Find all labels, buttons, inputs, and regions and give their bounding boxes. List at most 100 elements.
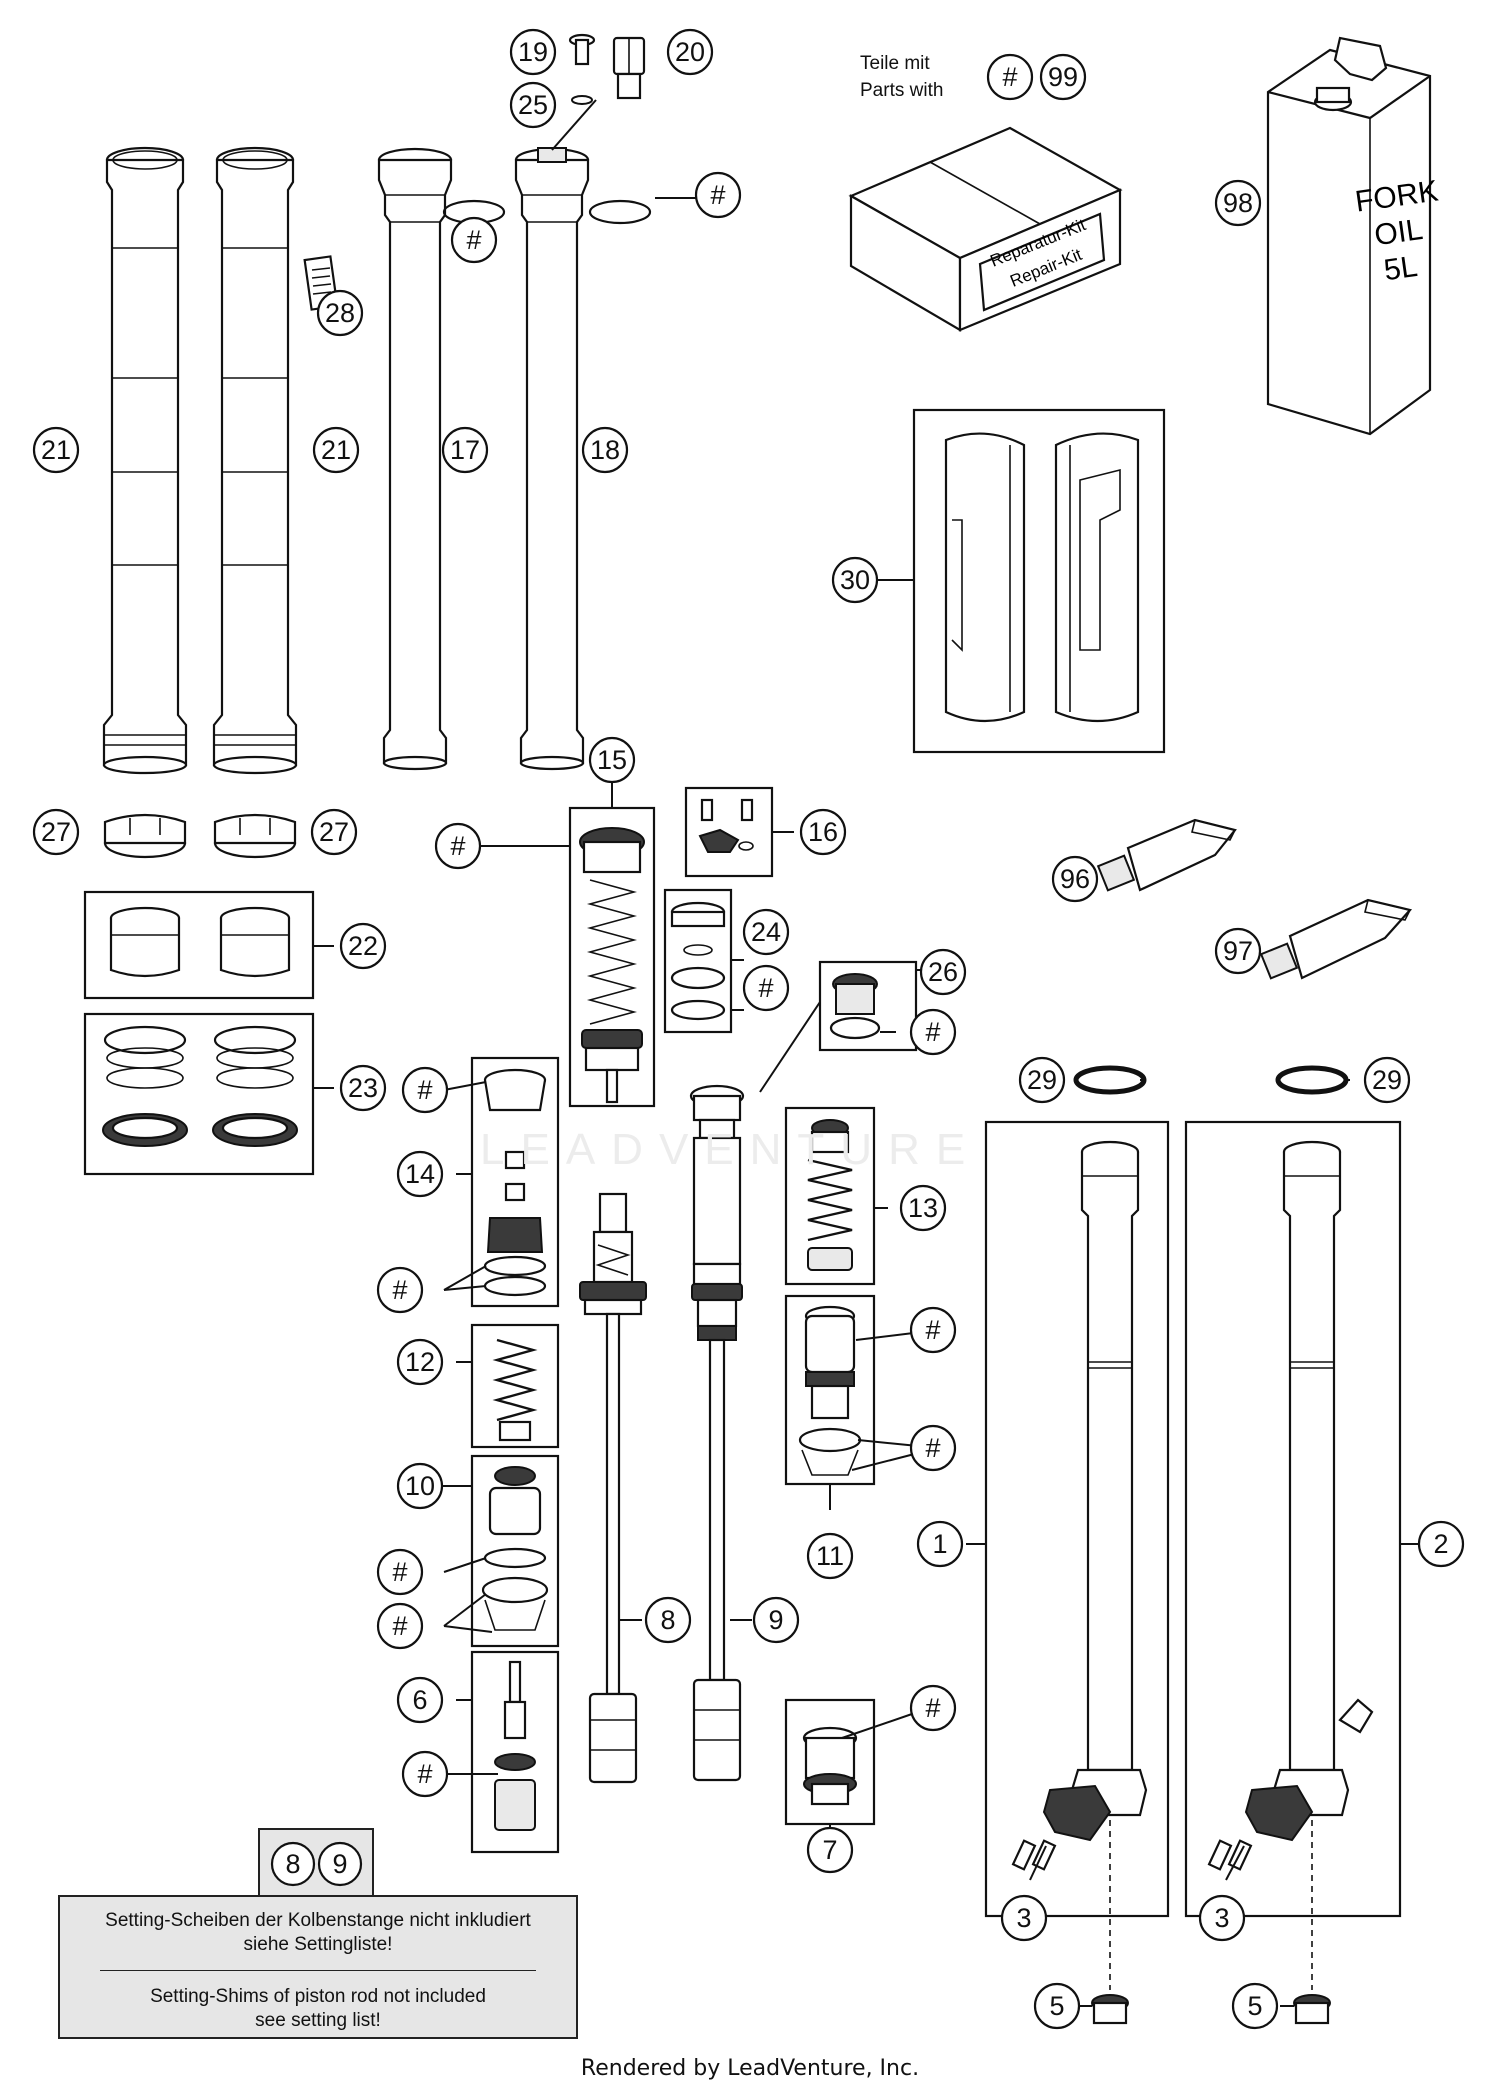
callout-13: 13 bbox=[899, 1184, 947, 1232]
parts-with-note-de: Teile mit bbox=[860, 53, 930, 74]
svg-text:8: 8 bbox=[285, 1849, 300, 1879]
callout-kit-9: 9 bbox=[317, 1841, 363, 1887]
piston-26 bbox=[829, 973, 881, 1040]
svg-text:#: # bbox=[925, 1315, 940, 1345]
svg-text:19: 19 bbox=[518, 37, 548, 67]
callout-18: 18 bbox=[581, 426, 629, 474]
svg-text:21: 21 bbox=[321, 435, 351, 465]
callout-29-left: 29 bbox=[1018, 1056, 1066, 1104]
frame-14 bbox=[470, 1056, 560, 1308]
callout-hash-11b: # bbox=[909, 1424, 957, 1472]
frame-26 bbox=[818, 960, 918, 1052]
svg-text:29: 29 bbox=[1027, 1065, 1057, 1095]
callout-24: 24 bbox=[742, 908, 790, 956]
bolts-3-right bbox=[1207, 1839, 1253, 1871]
svg-text:#: # bbox=[925, 1433, 940, 1463]
callout-10: 10 bbox=[396, 1462, 444, 1510]
fork-leg-2 bbox=[1244, 1140, 1374, 1990]
svg-text:27: 27 bbox=[319, 817, 349, 847]
svg-text:#: # bbox=[392, 1611, 407, 1641]
svg-text:3: 3 bbox=[1016, 1903, 1031, 1933]
setting-note-en: Setting-Shims of piston rod not included… bbox=[60, 1985, 576, 2033]
svg-text:15: 15 bbox=[597, 745, 627, 775]
svg-text:#: # bbox=[450, 831, 465, 861]
svg-text:22: 22 bbox=[348, 931, 378, 961]
callout-98: 98 bbox=[1214, 179, 1262, 227]
svg-text:2: 2 bbox=[1433, 1529, 1448, 1559]
svg-text:7: 7 bbox=[822, 1835, 837, 1865]
callout-27-right: 27 bbox=[310, 808, 358, 856]
outer-tube-right bbox=[212, 146, 298, 775]
callout-96: 96 bbox=[1051, 855, 1099, 903]
callout-hash-99: # bbox=[986, 53, 1034, 101]
setting-note: Setting-Scheiben der Kolbenstange nicht … bbox=[58, 1895, 578, 2039]
callout-25: 25 bbox=[509, 81, 557, 129]
svg-text:6: 6 bbox=[412, 1685, 427, 1715]
svg-text:5: 5 bbox=[1247, 1991, 1262, 2021]
callout-hash-6: # bbox=[401, 1750, 449, 1798]
svg-text:98: 98 bbox=[1223, 188, 1253, 218]
svg-text:21: 21 bbox=[41, 435, 71, 465]
setting-note-de-line1: Setting-Scheiben der Kolbenstange nicht … bbox=[105, 1910, 531, 1931]
fork-leg-1 bbox=[1042, 1140, 1148, 1990]
callout-14: 14 bbox=[396, 1150, 444, 1198]
bushings-22 bbox=[109, 906, 291, 978]
svg-text:16: 16 bbox=[808, 817, 838, 847]
setting-note-en-line2: see setting list! bbox=[255, 2010, 381, 2031]
fork-oil-label-3: 5L bbox=[1382, 250, 1420, 287]
guide-ring-27-right bbox=[213, 813, 297, 859]
callout-hash-10b: # bbox=[376, 1602, 424, 1650]
callout-12: 12 bbox=[396, 1338, 444, 1386]
svg-text:#: # bbox=[710, 180, 725, 210]
guide-ring-27-left bbox=[103, 813, 187, 859]
leader-lines bbox=[313, 197, 1418, 2007]
svg-text:29: 29 bbox=[1372, 1065, 1402, 1095]
callout-hash-10a: # bbox=[376, 1548, 424, 1596]
base-valve-7 bbox=[802, 1726, 858, 1806]
screw-19 bbox=[568, 33, 596, 66]
piston-rod-8 bbox=[579, 1192, 647, 1784]
oring-29-left bbox=[1073, 1065, 1147, 1095]
kit-tab: 8 9 bbox=[258, 1828, 374, 1896]
callout-hash-26: # bbox=[909, 1008, 957, 1056]
callout-hash-14b: # bbox=[376, 1266, 424, 1314]
svg-text:27: 27 bbox=[41, 817, 71, 847]
callout-hash-14a: # bbox=[401, 1066, 449, 1114]
cartridge-tube-18 bbox=[514, 147, 590, 771]
callout-9: 9 bbox=[752, 1596, 800, 1644]
svg-text:12: 12 bbox=[405, 1347, 435, 1377]
svg-text:20: 20 bbox=[675, 37, 705, 67]
footer-credit: Rendered by LeadVenture, Inc. bbox=[580, 2056, 920, 2081]
axle-cap-5-right bbox=[1293, 1994, 1331, 2025]
svg-text:97: 97 bbox=[1223, 936, 1253, 966]
callout-27-left: 27 bbox=[32, 808, 80, 856]
seals-23 bbox=[102, 1025, 298, 1147]
parts-with-note-en: Parts with bbox=[860, 80, 944, 101]
svg-text:#: # bbox=[392, 1557, 407, 1587]
svg-text:#: # bbox=[466, 225, 481, 255]
svg-text:#: # bbox=[392, 1275, 407, 1305]
repair-kit-box bbox=[848, 126, 1123, 332]
callout-21-left: 21 bbox=[32, 426, 80, 474]
frame-2 bbox=[1184, 1120, 1402, 1918]
grease-tube-97 bbox=[1259, 898, 1413, 980]
fork-oil-label-2: OIL bbox=[1372, 213, 1424, 252]
callout-hash-7: # bbox=[909, 1684, 957, 1732]
callout-28: 28 bbox=[316, 289, 364, 337]
callout-5-right: 5 bbox=[1231, 1982, 1279, 2030]
svg-text:#: # bbox=[417, 1759, 432, 1789]
callout-5-left: 5 bbox=[1033, 1982, 1081, 2030]
grease-tube-96 bbox=[1096, 818, 1237, 892]
callout-16: 16 bbox=[799, 808, 847, 856]
svg-text:#: # bbox=[925, 1017, 940, 1047]
callout-kit-8: 8 bbox=[270, 1841, 316, 1887]
callout-20: 20 bbox=[666, 28, 714, 76]
svg-text:3: 3 bbox=[1214, 1903, 1229, 1933]
callout-1: 1 bbox=[916, 1520, 964, 1568]
callout-3-right: 3 bbox=[1198, 1894, 1246, 1942]
spring-12 bbox=[492, 1338, 538, 1442]
svg-text:24: 24 bbox=[751, 917, 781, 947]
svg-text:26: 26 bbox=[928, 957, 958, 987]
frame-23 bbox=[83, 1012, 315, 1176]
